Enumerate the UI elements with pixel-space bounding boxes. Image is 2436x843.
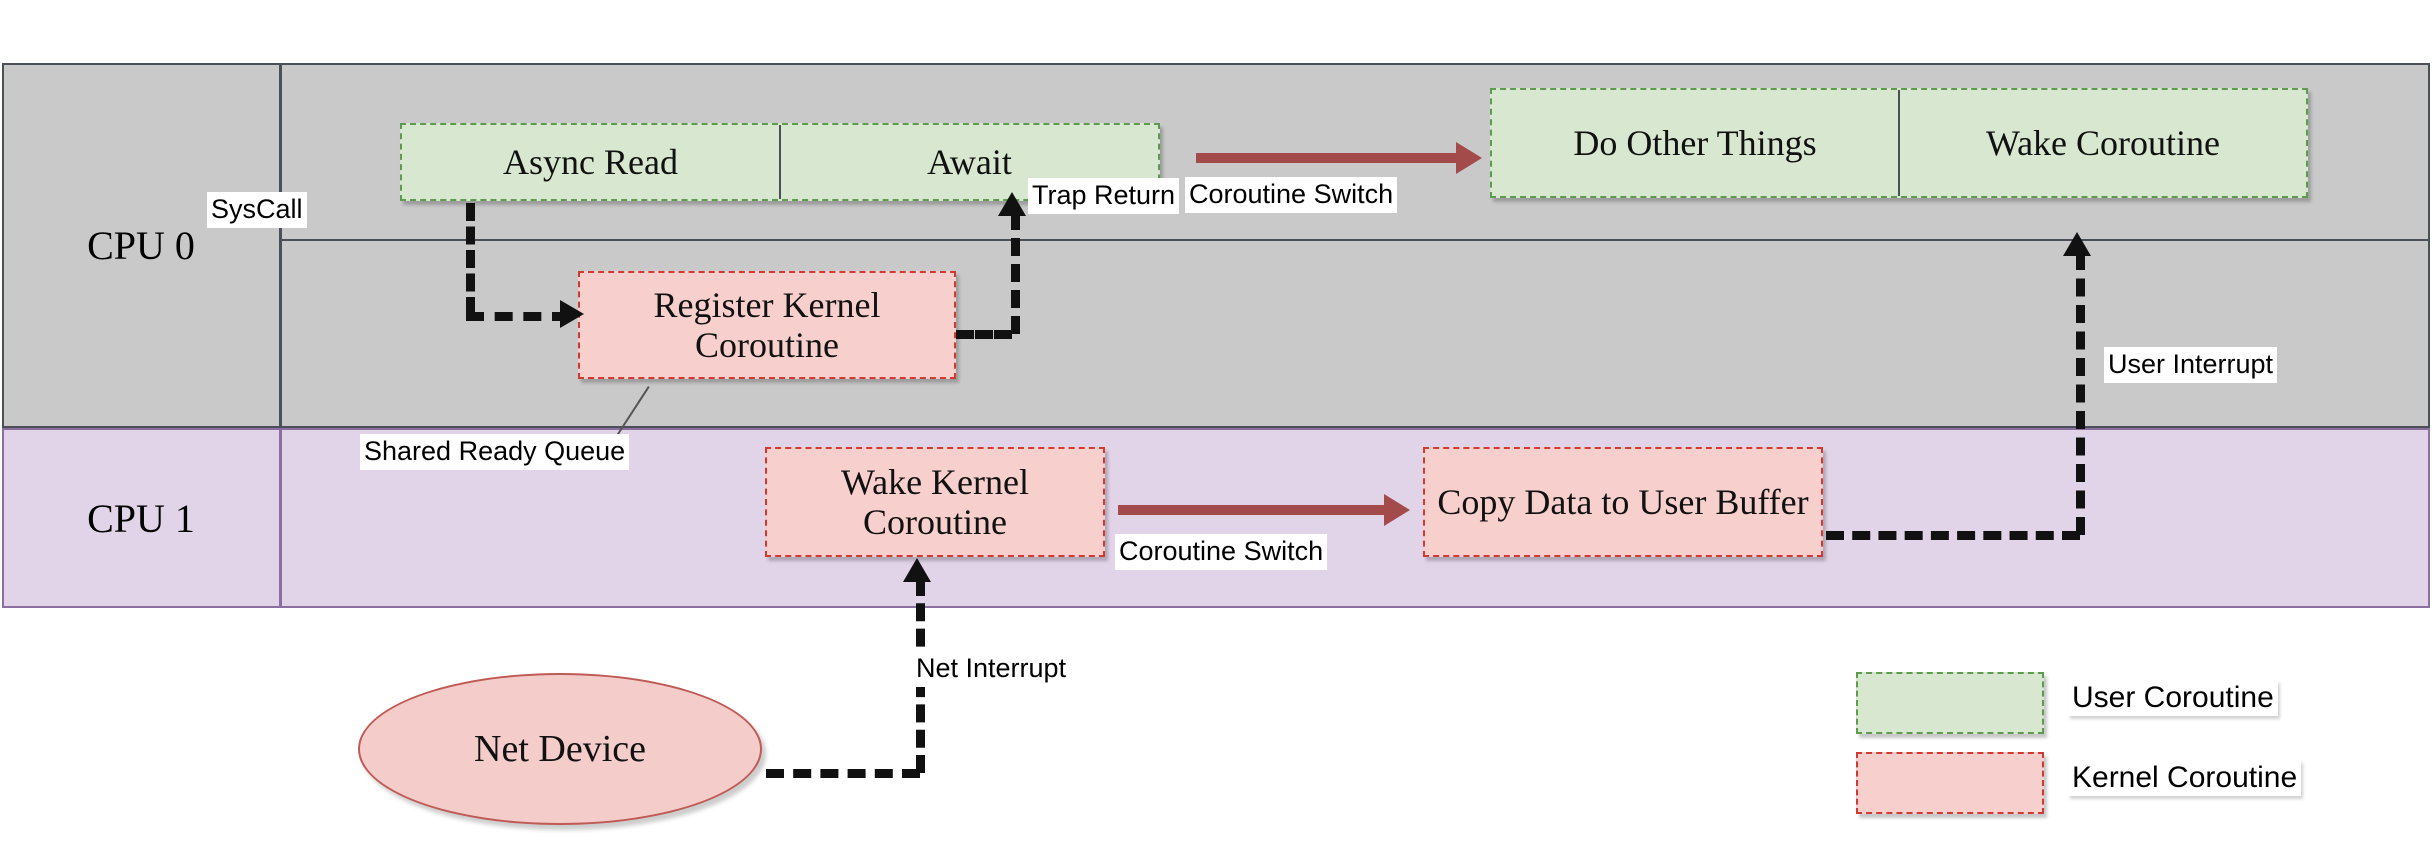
edge-net-interrupt-horizontal — [766, 769, 920, 778]
legend-item-user-coroutine: User Coroutine — [1856, 672, 2416, 752]
cpu0-user-kernel-divider — [280, 239, 2430, 241]
task-do-other-things[interactable]: Do Other Things — [1573, 123, 1817, 163]
edge-user-interrupt-horizontal — [1826, 531, 2080, 540]
edge-net-interrupt-arrowhead — [903, 558, 931, 582]
legend-swatch-user-coroutine — [1856, 672, 2044, 734]
edge-syscall-vertical — [466, 203, 475, 315]
edge-syscall-arrowhead — [560, 300, 584, 328]
legend-label-kernel-coroutine: Kernel Coroutine — [2068, 760, 2302, 796]
edge-trap-return-vertical — [1011, 212, 1020, 334]
task-async-read[interactable]: Async Read — [503, 142, 678, 182]
arrow-coroutine-switch-cpu0 — [1196, 142, 1482, 174]
swimlane-label-cpu0: CPU 0 — [87, 223, 195, 268]
edge-user-interrupt-arrowhead — [2063, 232, 2091, 256]
net-device-label: Net Device — [474, 727, 646, 770]
edge-user-interrupt-vertical — [2076, 252, 2085, 535]
legend-item-kernel-coroutine: Kernel Coroutine — [1856, 752, 2416, 832]
swimlane-label-cpu1: CPU 1 — [87, 495, 195, 541]
legend-swatch-kernel-coroutine — [1856, 752, 2044, 814]
edge-label-net-interrupt: Net Interrupt — [912, 651, 1071, 687]
task-wake-kernel-coroutine[interactable]: Wake Kernel Coroutine — [765, 447, 1105, 557]
edge-label-coroutine-switch-cpu1: Coroutine Switch — [1115, 534, 1328, 570]
edge-trap-return-horizontal — [956, 330, 1012, 339]
lane-divider-cpu0 — [279, 63, 282, 428]
edge-label-user-interrupt: User Interrupt — [2104, 347, 2278, 383]
lane-divider-cpu1 — [279, 428, 282, 608]
task-register-kernel-coroutine[interactable]: Register Kernel Coroutine — [578, 271, 956, 379]
legend-label-user-coroutine: User Coroutine — [2068, 680, 2278, 716]
edge-label-trap-return: Trap Return — [1028, 178, 1180, 214]
task-copy-data-to-user-buffer[interactable]: Copy Data to User Buffer — [1423, 447, 1823, 557]
task-wake-coroutine[interactable]: Wake Coroutine — [1898, 90, 2306, 196]
edge-label-coroutine-switch-cpu0: Coroutine Switch — [1185, 177, 1398, 213]
task-await[interactable]: Await — [779, 125, 1158, 199]
user-coroutine-strip-other-wake: Do Other Things Wake Coroutine — [1490, 88, 2308, 198]
edge-trap-return-arrowhead — [998, 192, 1026, 216]
edge-label-shared-ready-queue: Shared Ready Queue — [360, 434, 630, 470]
edge-syscall-horizontal — [466, 312, 570, 321]
node-net-device[interactable]: Net Device — [358, 673, 762, 825]
legend: User Coroutine Kernel Coroutine — [1856, 672, 2416, 832]
arrow-coroutine-switch-cpu1 — [1118, 494, 1410, 526]
edge-label-syscall: SysCall — [207, 192, 307, 228]
